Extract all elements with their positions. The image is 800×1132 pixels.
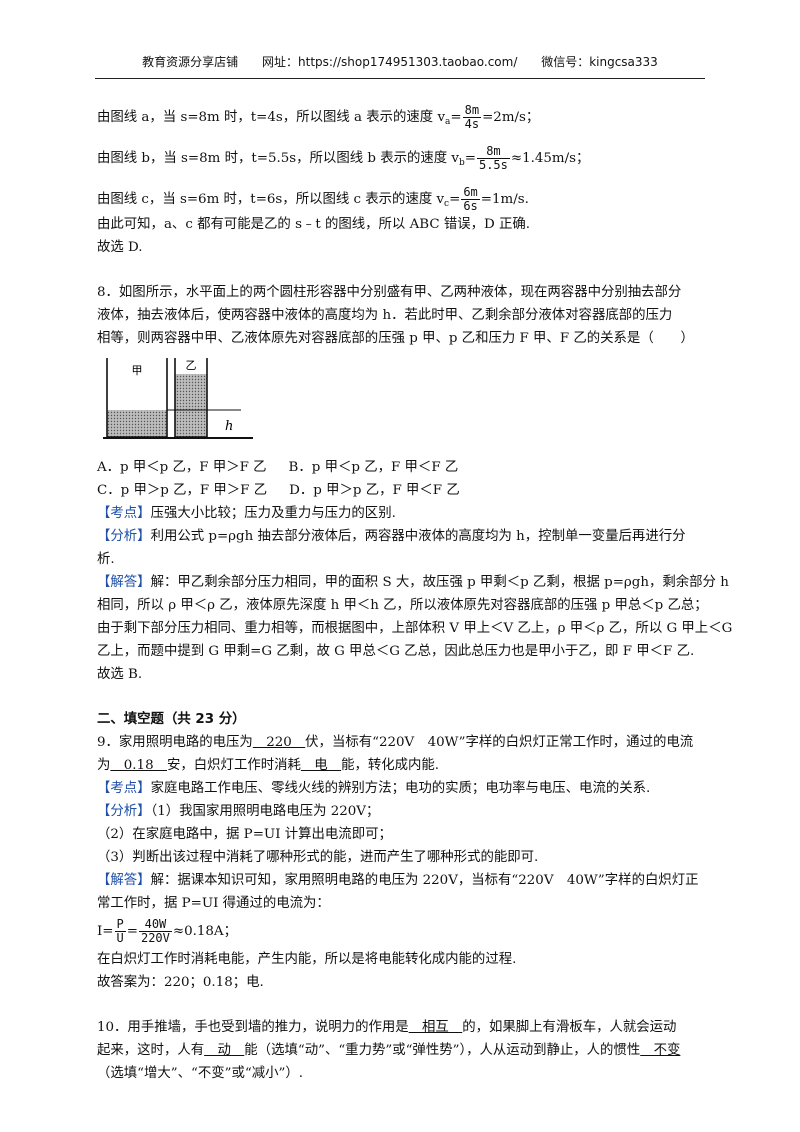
header-url: 网址：https://shop174951303.taobao.com/ — [262, 55, 518, 69]
q10-stem-2: 起来，这时，人有 动 能（选填“动”、“重力势”或“弹性势”），人从运动到静止，… — [97, 1043, 681, 1058]
q10-stem-3: （选填“增大”、“不变”或“减小”）. — [97, 1066, 304, 1081]
q9-stem-1: 9．家用照明电路的电压为 220 伏，当标有“220V 40W”字样的白炽灯正常… — [97, 735, 694, 750]
q10-blank-3: 不变 — [640, 1043, 681, 1058]
q8-stem-2: 液体，抽去液体后，使两容器中液体的高度均为 h．若此时甲、乙剩余部分液体对容器底… — [97, 308, 673, 323]
q8-jieda-4: 乙上，而题中提到 G 甲剩=G 乙剩，故 G 甲总＜G 乙总，因此总压力也是甲小… — [97, 644, 695, 659]
q9-blank-1: 220 — [252, 735, 306, 750]
q8-option-b: B．p 甲＜p 乙，F 甲＜F 乙 — [288, 460, 459, 475]
q8-jieda-2: 相同，所以 ρ 甲＜ρ 乙，液体原先深度 h 甲＜h 乙，所以液体原先对容器底部… — [97, 598, 708, 613]
label-b: 乙 — [186, 359, 197, 372]
q8-options-row-2: C．p 甲＞p 乙，F 甲＞F 乙 D．p 甲＞p 乙，F 甲＜F 乙 — [97, 479, 707, 502]
q8-fenxi-1: 【分析】利用公式 p=ρgh 抽去部分液体后，两容器中液体的高度均为 h，控制单… — [97, 529, 686, 544]
q8-option-d: D．p 甲＞p 乙，F 甲＜F 乙 — [289, 483, 460, 498]
q8-kaodian: 【考点】压强大小比较；压力及重力与压力的区别. — [97, 506, 396, 521]
q8-answer: 故选 B. — [97, 667, 143, 682]
header-shop: 教育资源分享店铺 — [142, 55, 239, 69]
liquid-a — [107, 410, 167, 437]
q9-blank-3: 电 — [300, 758, 342, 773]
label-a: 甲 — [132, 364, 143, 377]
q7-answer: 故选 D. — [97, 240, 143, 255]
q10-blank-1: 相互 — [408, 1020, 463, 1035]
q8-jieda-1: 【解答】解：甲乙剩余部分压力相同，甲的面积 S 大，故压强 p 甲剩＜p 乙剩，… — [97, 575, 729, 590]
q9-blank-2: 0.18 — [110, 758, 167, 773]
container-b — [174, 358, 208, 438]
label-h: h — [225, 419, 233, 434]
q9-fenxi-1: 【分析】（1）我国家用照明电路电压为 220V； — [97, 804, 380, 819]
q8-jieda-3: 由于剩下部分压力相同、重力相等，而根据图中，上部体积 V 甲上＜V 乙上，ρ 甲… — [97, 621, 733, 636]
q9-fenxi-3: （3）判断出该过程中消耗了哪种形式的能，进而产生了哪种形式的能即可. — [97, 850, 539, 865]
q9-jieda-1: 【解答】解：据课本知识可知，家用照明电路的电压为 220V，当标有“220V 4… — [97, 873, 699, 888]
q8-fenxi-2: 析. — [97, 552, 115, 567]
q9-jieda-3: 在白炽灯工作时消耗电能，产生内能，所以是将电能转化成内能的过程. — [97, 952, 517, 967]
header-wechat: 微信号：kingcsa333 — [541, 55, 658, 69]
q9-fenxi-2: （2）在家庭电路中，据 P=UI 计算出电流即可； — [97, 827, 392, 842]
q8-stem-1: 8．如图所示，水平面上的两个圆柱形容器中分别盛有甲、乙两种液体，现在两容器中分别… — [97, 285, 682, 300]
q8-option-c: C．p 甲＞p 乙，F 甲＞F 乙 — [97, 483, 268, 498]
q9-kaodian: 【考点】家庭电路工作电压、零线火线的辨别方法；电功的实质；电功率与电压、电流的关… — [97, 781, 651, 796]
q9-answer: 故答案为：220；0.18；电. — [97, 975, 264, 990]
section-heading: 二、填空题（共 23 分） — [97, 712, 246, 727]
container-a — [106, 358, 168, 438]
q10-stem-1: 10．用手推墙，手也受到墙的推力，说明力的作用是 相互 的，如果脚上有滑板车，人… — [97, 1020, 677, 1035]
container-diagram: 甲 乙 h — [103, 358, 253, 439]
q8-container-figure: 甲 乙 h — [101, 354, 707, 454]
q9-jieda-2: 常工作时，据 P=UI 得通过的电流为： — [97, 896, 330, 911]
q8-options-row-1: A．p 甲＜p 乙，F 甲＞F 乙 B．p 甲＜p 乙，F 甲＜F 乙 — [97, 456, 707, 479]
q8-stem-3: 相等，则两容器中甲、乙液体原先对容器底部的压强 p 甲、p 乙和压力 F 甲、F… — [97, 331, 694, 346]
q10-blank-2: 动 — [204, 1043, 245, 1058]
q7-line-b: 由图线 b，当 s=8m 时，t=5.5s，所以图线 b 表示的速度 vb=8m… — [97, 144, 590, 172]
q7-conclusion: 由此可知，a、c 都有可能是乙的 s﹣t 的图线，所以 ABC 错误，D 正确. — [97, 217, 531, 232]
page-header: 教育资源分享店铺 网址：https://shop174951303.taobao… — [95, 52, 705, 79]
liquid-b — [175, 374, 207, 437]
q8-option-a: A．p 甲＜p 乙，F 甲＞F 乙 — [97, 460, 267, 475]
q9-stem-2: 为 0.18 安，白炽灯工作时消耗 电 能，转化成内能. — [97, 758, 440, 773]
